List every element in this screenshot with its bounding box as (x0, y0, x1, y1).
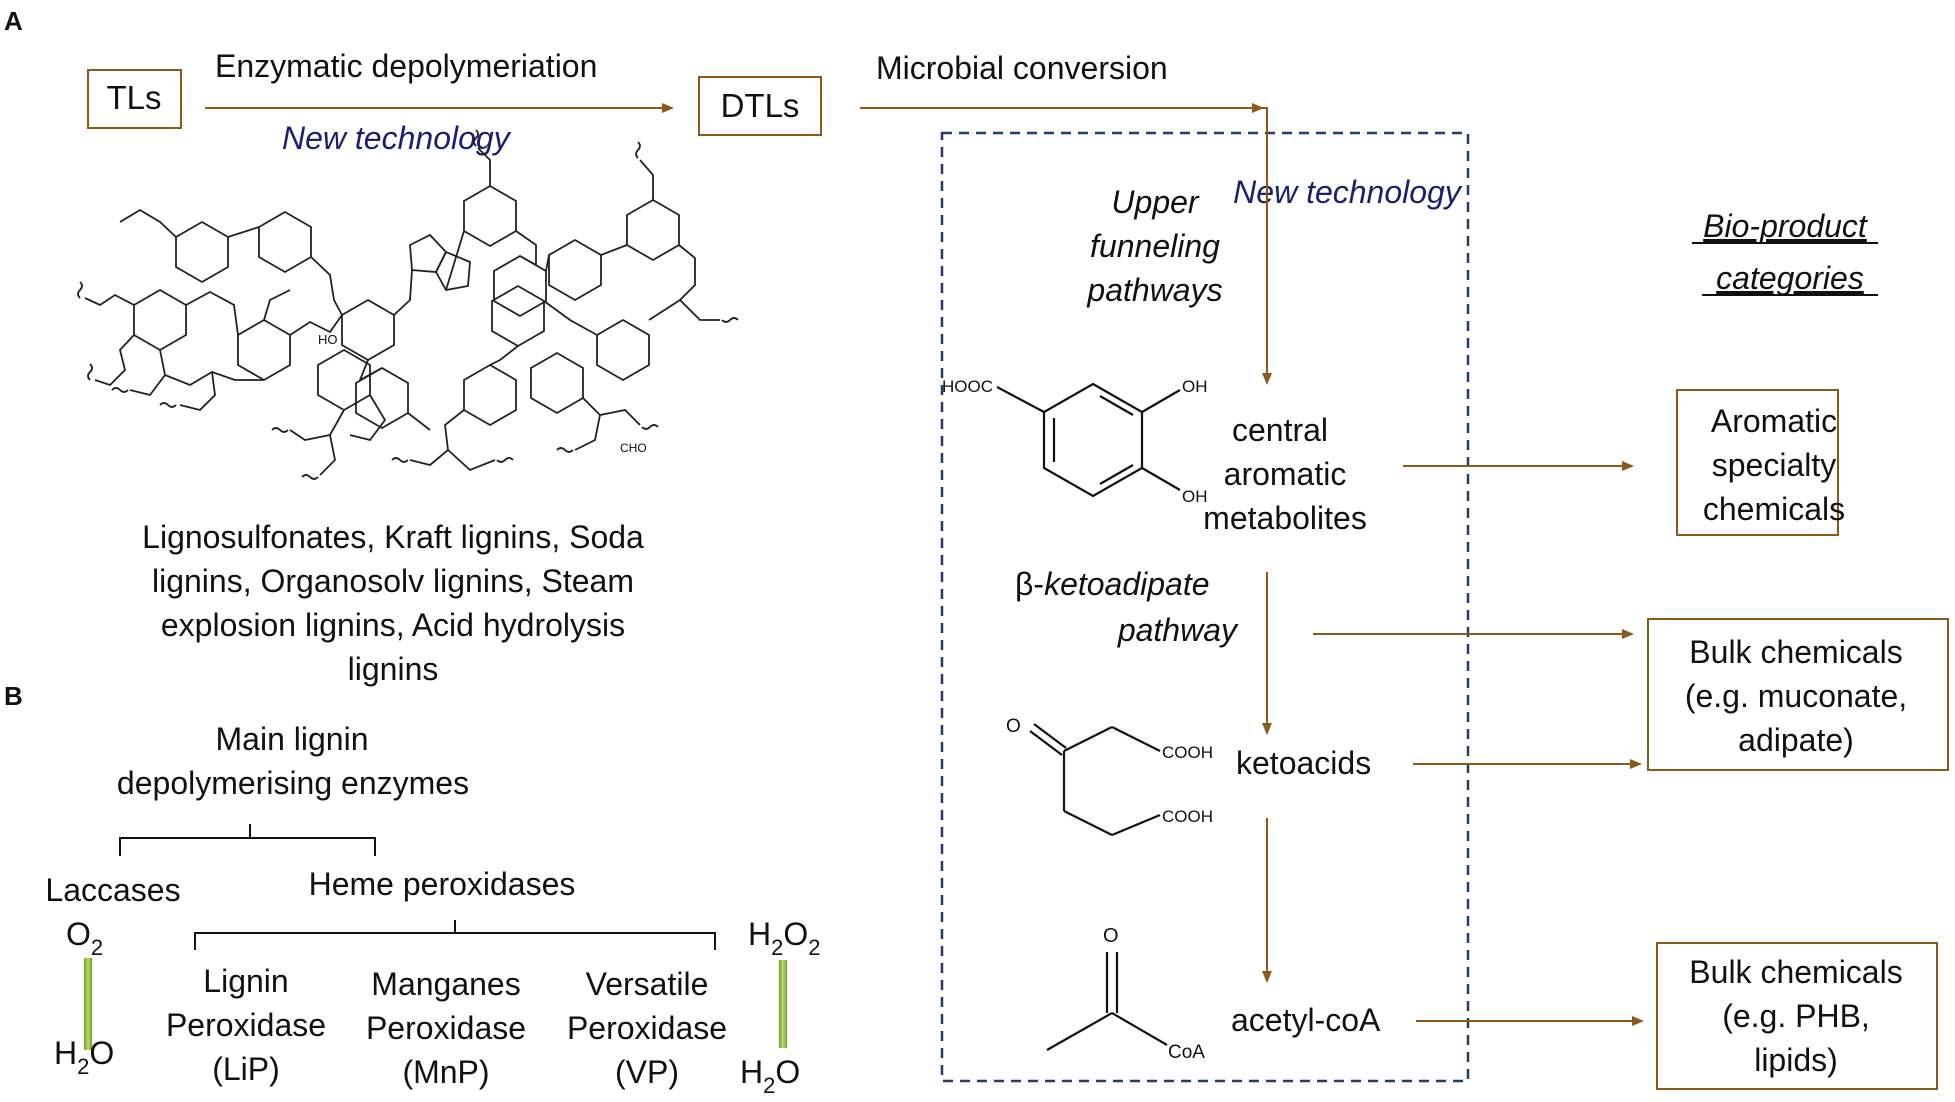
svg-text:aromatic: aromatic (1224, 456, 1347, 492)
svg-text:Upper: Upper (1111, 184, 1200, 220)
lignin-types-text: Lignosulfonates, Kraft lignins, Soda lig… (142, 519, 644, 687)
laccases-label: Laccases (45, 872, 180, 908)
svg-text:specialty: specialty (1712, 447, 1837, 483)
svg-text:Lignin: Lignin (203, 963, 288, 999)
oh-label-2: OH (1182, 487, 1208, 506)
svg-text:Bulk chemicals: Bulk chemicals (1689, 954, 1902, 990)
peroxidase-reaction-bar (779, 960, 787, 1048)
bulk-chemicals-box-1 (1647, 618, 1949, 771)
h2o-right-label: H2O (740, 1054, 800, 1098)
acetyl-coa-structure (1046, 952, 1168, 1051)
svg-text:central: central (1232, 412, 1328, 448)
acetyl-coa-label: acetyl-coA (1231, 1002, 1381, 1038)
lignin-polymer-structure (77, 129, 739, 480)
svg-text:Manganes: Manganes (371, 966, 520, 1002)
svg-text:pathways: pathways (1086, 272, 1222, 308)
new-technology-region (940, 131, 1470, 1083)
bulk-chemicals-box-2 (1656, 942, 1938, 1090)
heme-bracket (194, 920, 716, 950)
svg-text:Versatile: Versatile (586, 966, 709, 1002)
bulk-chemicals-label-1: Bulk chemicals (e.g. muconate, adipate) (1685, 634, 1907, 758)
enzymatic-label: Enzymatic depolymeriation (215, 48, 597, 84)
svg-text:Peroxidase: Peroxidase (366, 1010, 526, 1046)
heme-peroxidases-label: Heme peroxidases (309, 866, 576, 902)
ketoacids-label: ketoacids (1236, 745, 1371, 781)
svg-text:(VP): (VP) (615, 1054, 679, 1090)
cooh-label-2: COOH (1162, 807, 1213, 826)
aromatic-specialty-box (1676, 389, 1839, 536)
svg-text:pathway: pathway (1117, 612, 1239, 648)
svg-text:Lignosulfonates, Kraft lignins: Lignosulfonates, Kraft lignins, Soda (142, 519, 644, 555)
svg-text:β-ketoadipate: β-ketoadipate (1015, 566, 1210, 602)
acetyl-o-label: O (1103, 925, 1119, 947)
svg-text:(MnP): (MnP) (402, 1054, 489, 1090)
aromatic-specialty-label: Aromatic specialty chemicals (1703, 403, 1845, 527)
svg-text:funneling: funneling (1090, 228, 1220, 264)
svg-text:(e.g. PHB,: (e.g. PHB, (1722, 998, 1870, 1034)
coa-label: CoA (1168, 1042, 1205, 1063)
tls-box (87, 69, 182, 129)
beta-ketoadipate-label: β-ketoadipate pathway (1015, 566, 1239, 648)
svg-text:depolymerising enzymes: depolymerising enzymes (117, 765, 469, 801)
lip-label: Lignin Peroxidase (LiP) (166, 963, 326, 1087)
hooc-label: HOOC (942, 377, 993, 396)
microbial-label: Microbial conversion (876, 50, 1168, 86)
panel-a-label: A (4, 6, 23, 36)
main-enzymes-bracket (119, 824, 376, 856)
h2o-left-label: H2O (54, 1035, 114, 1079)
svg-text:adipate): adipate) (1738, 722, 1854, 758)
central-aromatic-label: central aromatic metabolites (1203, 412, 1367, 536)
lignin-ho-label: HO (318, 332, 338, 347)
mnp-label: Manganes Peroxidase (MnP) (366, 966, 526, 1090)
bio-product-heading: Bio-product categories (1692, 208, 1878, 296)
vp-label: Versatile Peroxidase (VP) (567, 966, 727, 1090)
svg-text:(e.g. muconate,: (e.g. muconate, (1685, 678, 1907, 714)
svg-text:Main lignin: Main lignin (216, 721, 369, 757)
laccase-reaction-bar (84, 958, 92, 1050)
svg-text:Bio-product: Bio-product (1703, 208, 1868, 244)
cooh-label-1: COOH (1162, 743, 1213, 762)
upper-funneling-label: Upper funneling pathways (1086, 184, 1222, 308)
svg-text:Peroxidase: Peroxidase (567, 1010, 727, 1046)
ketoacid-structure (1029, 723, 1161, 837)
bulk-chemicals-label-2: Bulk chemicals (e.g. PHB, lipids) (1689, 954, 1902, 1078)
oh-label-1: OH (1182, 377, 1208, 396)
main-enzymes-title: Main lignin depolymerising enzymes (117, 721, 469, 801)
keto-o-label: O (1006, 716, 1021, 737)
lignin-cho-label: CHO (620, 441, 647, 455)
svg-text:metabolites: metabolites (1203, 500, 1367, 536)
protocatechuic-acid-structure (996, 382, 1181, 498)
svg-text:Bulk chemicals: Bulk chemicals (1689, 634, 1902, 670)
tls-label: TLs (106, 79, 161, 116)
h2o2-label: H2O2 (748, 916, 821, 960)
panel-b-label: B (4, 681, 23, 711)
svg-text:categories: categories (1716, 260, 1864, 296)
dtls-label: DTLs (721, 87, 800, 124)
svg-text:chemicals: chemicals (1703, 491, 1845, 527)
new-technology-label-2: New technology (1233, 174, 1463, 210)
svg-text:explosion lignins, Acid hydrol: explosion lignins, Acid hydrolysis (161, 607, 625, 643)
svg-text:(LiP): (LiP) (212, 1051, 280, 1087)
svg-text:lignins: lignins (348, 651, 439, 687)
arrow-to-central (1262, 107, 1272, 385)
dtls-box (698, 76, 822, 136)
svg-text:lipids): lipids) (1754, 1042, 1838, 1078)
svg-text:lignins, Organosolv lignins, S: lignins, Organosolv lignins, Steam (152, 563, 634, 599)
svg-text:Peroxidase: Peroxidase (166, 1007, 326, 1043)
svg-text:Aromatic: Aromatic (1711, 403, 1837, 439)
new-technology-label-1: New technology (282, 120, 512, 156)
o2-label: O2 (66, 916, 103, 960)
